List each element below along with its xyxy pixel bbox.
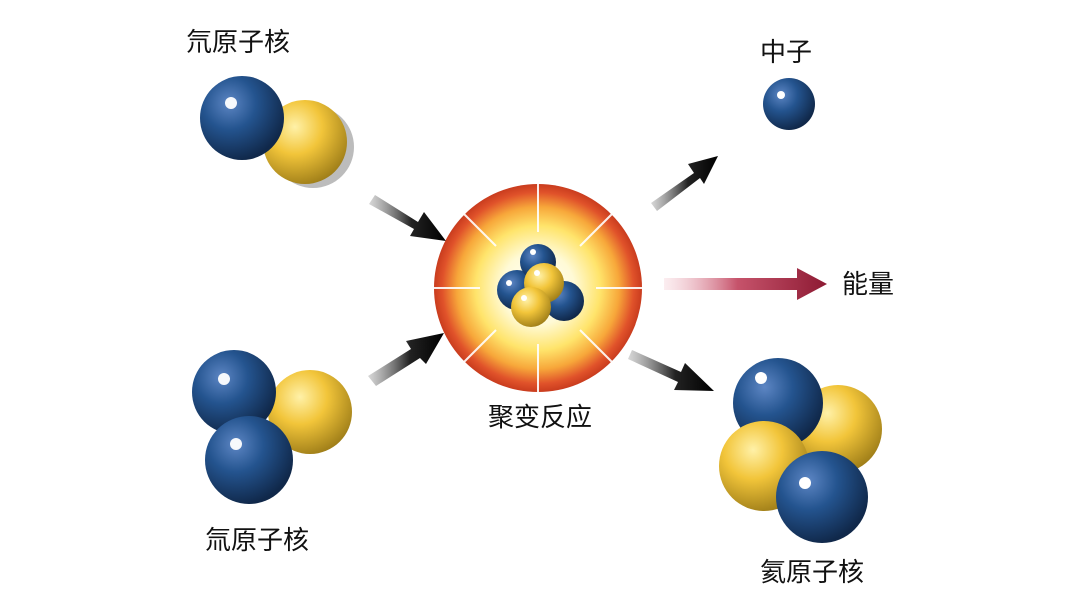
neutron-label: 中子 [760, 38, 813, 68]
neutron-sphere [192, 350, 276, 434]
neutron-output [763, 78, 815, 130]
energy-arrow [664, 268, 827, 300]
arrow-to-neutron [651, 156, 718, 211]
neutron-sphere [205, 416, 293, 504]
fusion-burst [434, 184, 642, 392]
helium-nucleus [719, 358, 882, 543]
arrow-deuterium-to-fusion [369, 195, 446, 241]
tritium-nucleus [192, 350, 352, 504]
tritium-label: 氚原子核 [205, 526, 310, 556]
deuterium-nucleus [200, 76, 354, 188]
arrow-tritium-to-fusion [368, 333, 444, 386]
fusion-reaction-label: 聚变反应 [488, 403, 593, 433]
arrow-to-helium [628, 350, 714, 391]
proton-sphere [263, 100, 347, 184]
neutron-sphere [200, 76, 284, 160]
neutron-sphere [763, 78, 815, 130]
deuterium-label: 氘原子核 [186, 28, 291, 58]
neutron-sphere [776, 451, 868, 543]
helium-label: 氦原子核 [760, 558, 865, 588]
proton-sphere [268, 370, 352, 454]
energy-label: 能量 [842, 270, 895, 300]
proton-sphere [511, 287, 551, 327]
